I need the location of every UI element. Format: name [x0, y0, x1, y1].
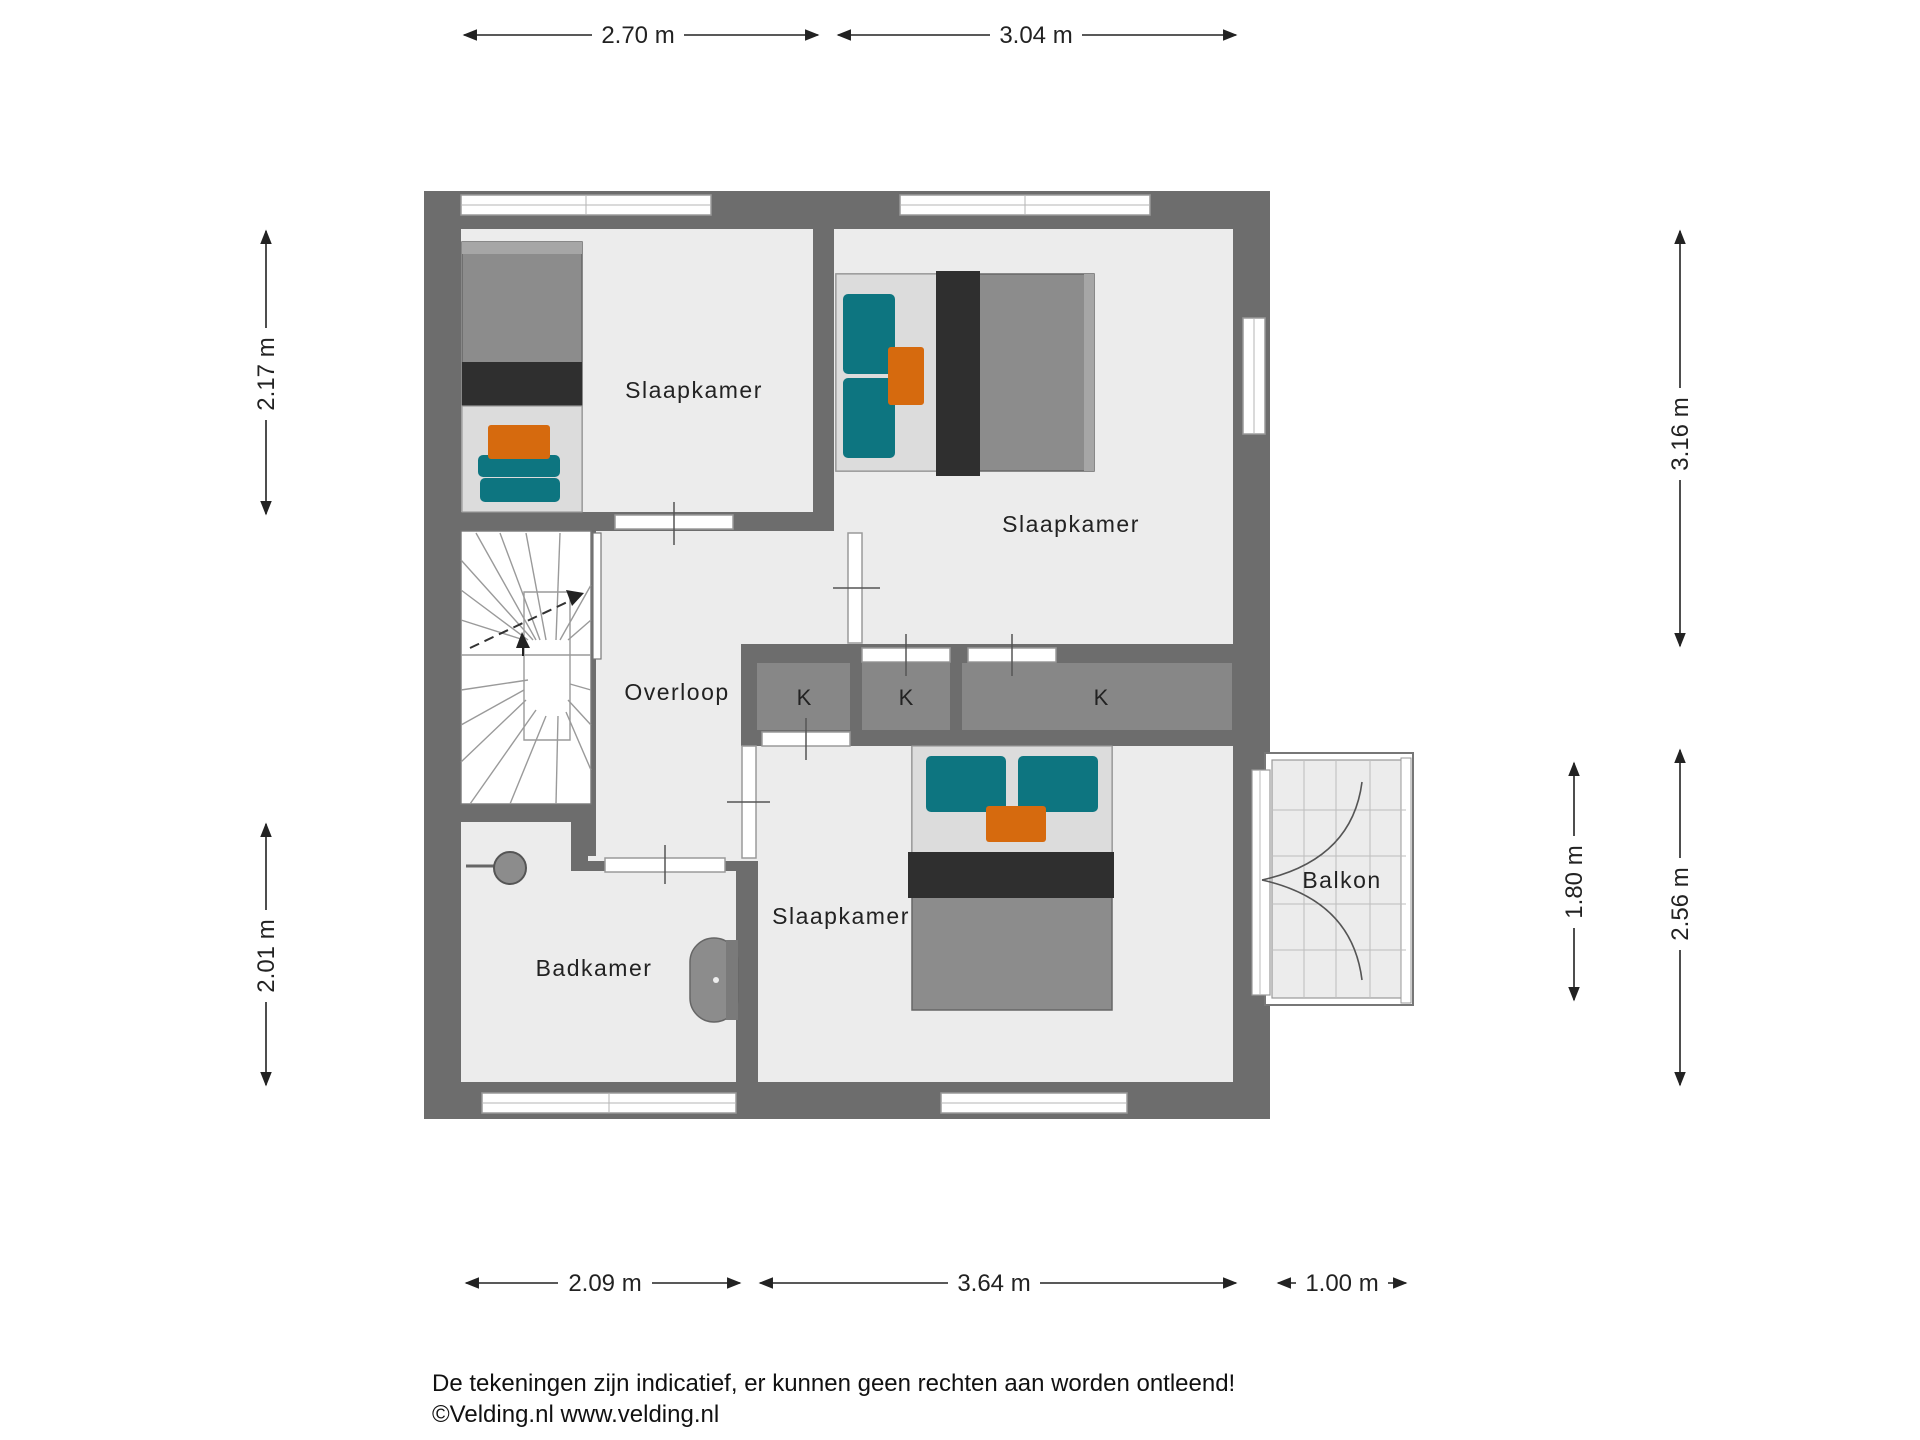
pillow-orange — [986, 806, 1046, 842]
pillow-orange — [888, 347, 924, 405]
door-ticks — [664, 502, 1013, 884]
pillow-teal — [926, 756, 1006, 812]
room-label-bedroom-top-right: Slaapkamer — [1002, 511, 1140, 537]
pillow-teal — [478, 455, 560, 477]
balcony — [1251, 752, 1414, 1006]
pillow-orange — [488, 425, 550, 459]
dim-label-bottom-left: 2.09 m — [568, 1270, 641, 1297]
dim-label-right-lower: 2.56 m — [1667, 867, 1694, 940]
bathroom-fixtures — [466, 851, 739, 1023]
double-bed-top — [835, 271, 1095, 476]
closet-1 — [757, 663, 850, 730]
window-glazing-lines — [461, 195, 1255, 1113]
landing-floor — [588, 531, 863, 861]
pillow-teal — [843, 378, 895, 458]
closet-label-3: K — [1094, 685, 1109, 710]
staircase — [460, 530, 592, 805]
footer-disclaimer: De tekeningen zijn indicatief, er kunnen… — [432, 1370, 1236, 1397]
balcony-door — [1251, 769, 1271, 996]
door-swing — [1261, 879, 1363, 981]
pillow-teal — [480, 478, 560, 502]
room-label-landing: Overloop — [624, 679, 729, 705]
dim-label-top-left: 2.70 m — [601, 22, 674, 49]
dim-label-balcony-height: 1.80 m — [1561, 845, 1588, 918]
room-label-bedroom-bottom: Slaapkamer — [772, 903, 910, 929]
dim-label-bottom-mid: 3.64 m — [957, 1270, 1030, 1297]
dim-label-bottom-right: 1.00 m — [1305, 1270, 1378, 1297]
single-bed — [461, 241, 583, 513]
stair-railing — [592, 532, 602, 660]
room-label-bedroom-top-left: Slaapkamer — [625, 377, 763, 403]
dim-label-left-upper: 2.17 m — [253, 337, 280, 410]
shower-drain — [493, 851, 527, 885]
room-label-balcony: Balkon — [1302, 867, 1381, 893]
dim-label-top-right: 3.04 m — [999, 22, 1072, 49]
door-swing — [1261, 781, 1363, 881]
pillow-teal — [843, 294, 895, 374]
stair-direction-arrow — [469, 590, 584, 656]
double-bed-bottom — [908, 745, 1114, 1011]
dimension-lines — [260, 29, 1686, 1289]
room-label-bathroom: Badkamer — [536, 955, 653, 981]
pillow-teal — [1018, 756, 1098, 812]
closet-label-2: K — [899, 685, 914, 710]
dim-label-right-upper: 3.16 m — [1667, 397, 1694, 470]
closet-3 — [962, 663, 1232, 730]
bathroom-floor — [461, 822, 736, 1082]
closet-label-1: K — [797, 685, 812, 710]
footer-credit: ©Velding.nl www.velding.nl — [432, 1401, 720, 1428]
dim-label-left-lower: 2.01 m — [253, 919, 280, 992]
